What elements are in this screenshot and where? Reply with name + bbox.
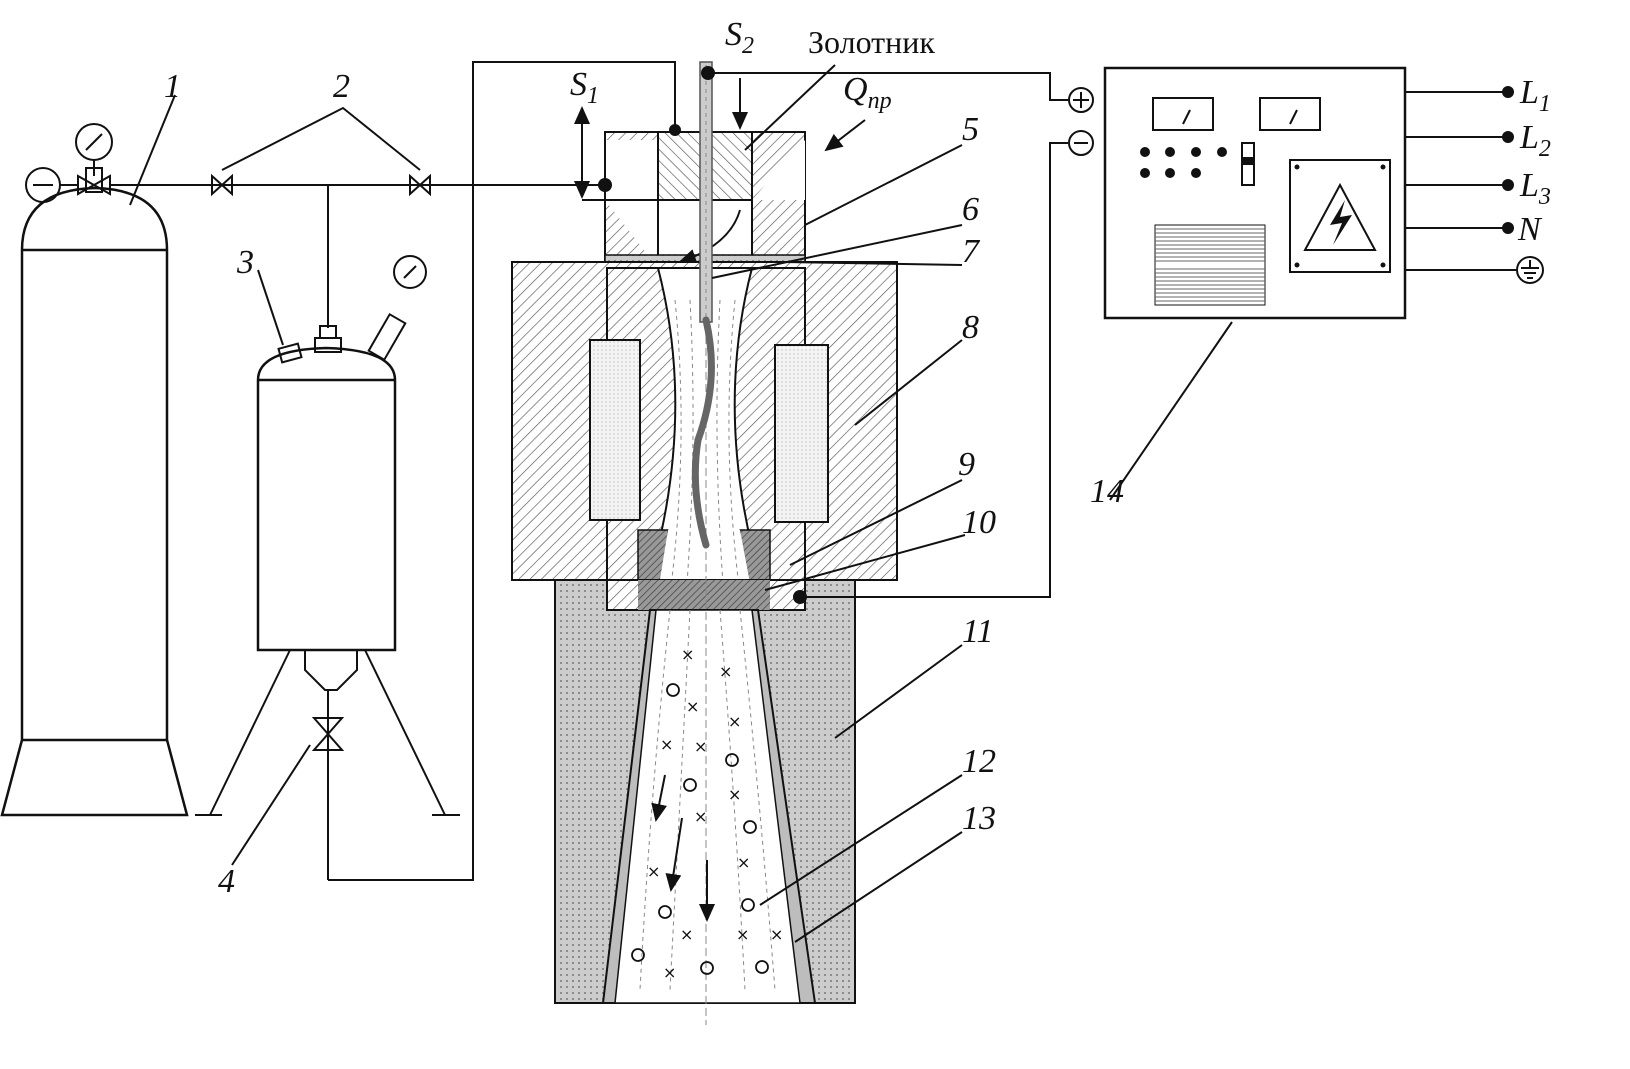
- ground-icon: [1516, 256, 1544, 284]
- leader-14: [1109, 321, 1233, 501]
- powder-feeder-vessel: [195, 255, 460, 880]
- leader-1: [129, 94, 176, 206]
- valve-icon: [211, 173, 431, 197]
- svg-text:×: ×: [660, 735, 673, 754]
- label-s1: S1: [570, 66, 599, 109]
- label-l1: L1: [1519, 74, 1551, 117]
- valve-icon: [311, 717, 345, 751]
- svg-text:×: ×: [647, 862, 660, 881]
- cylinder-valve-icon: [60, 160, 111, 196]
- svg-text:×: ×: [737, 853, 750, 872]
- label-10: 10: [962, 504, 996, 541]
- label-8: 8: [962, 309, 979, 346]
- svg-text:×: ×: [694, 807, 707, 826]
- label-2: 2: [333, 68, 350, 105]
- pressure-gauge-icon: [25, 123, 113, 203]
- svg-text:×: ×: [680, 925, 693, 944]
- label-3: 3: [236, 244, 254, 281]
- label-l3: L3: [1519, 167, 1551, 210]
- high-voltage-icon: [1303, 182, 1377, 251]
- leader-2: [221, 106, 421, 171]
- svg-text:×: ×: [686, 697, 699, 716]
- leader-4: [231, 744, 311, 866]
- coil: [589, 339, 641, 521]
- plus-cable: [708, 72, 1070, 101]
- label-13: 13: [962, 800, 996, 837]
- svg-text:×: ×: [719, 662, 732, 681]
- power-supply: [1103, 66, 1407, 501]
- particles-x: ××× ××× ××× ××× ××: [647, 645, 783, 982]
- powder-line: [328, 61, 676, 881]
- label-l2: L2: [1519, 119, 1551, 162]
- q-arrow: [824, 119, 866, 152]
- label-14: 14: [1090, 473, 1124, 510]
- svg-text:×: ×: [681, 645, 694, 664]
- svg-text:×: ×: [728, 712, 741, 731]
- label-q: Qпр: [843, 71, 892, 114]
- label-4: 4: [218, 863, 235, 900]
- svg-text:×: ×: [663, 963, 676, 982]
- label-7: 7: [962, 233, 981, 270]
- wire-electrode: [691, 61, 715, 549]
- label-11: 11: [962, 613, 993, 650]
- coil: [774, 344, 829, 523]
- label-1: 1: [164, 68, 181, 105]
- label-9: 9: [958, 446, 975, 483]
- label-s2: S2: [725, 16, 754, 59]
- label-5: 5: [962, 111, 979, 148]
- svg-text:×: ×: [736, 925, 749, 944]
- gas-cylinder: [0, 167, 189, 817]
- label-spool: Золотник: [808, 24, 935, 60]
- mains-lines: [1405, 86, 1516, 271]
- svg-text:×: ×: [694, 737, 707, 756]
- minus-cable: [800, 142, 1068, 598]
- label-6: 6: [962, 191, 979, 228]
- connection-dot: [669, 124, 681, 136]
- label-12: 12: [962, 743, 996, 780]
- spool-leader: [744, 64, 836, 151]
- plus-terminal: [1068, 87, 1094, 113]
- minus-terminal: [1068, 130, 1094, 156]
- gas-line: [110, 184, 605, 328]
- leader-3: [257, 269, 284, 346]
- leaders: [711, 144, 966, 943]
- particles: [631, 683, 769, 975]
- label-n: N: [1517, 211, 1543, 248]
- svg-text:×: ×: [728, 785, 741, 804]
- torch-head: [582, 124, 806, 269]
- connection-dot: [598, 178, 612, 192]
- svg-text:×: ×: [770, 925, 783, 944]
